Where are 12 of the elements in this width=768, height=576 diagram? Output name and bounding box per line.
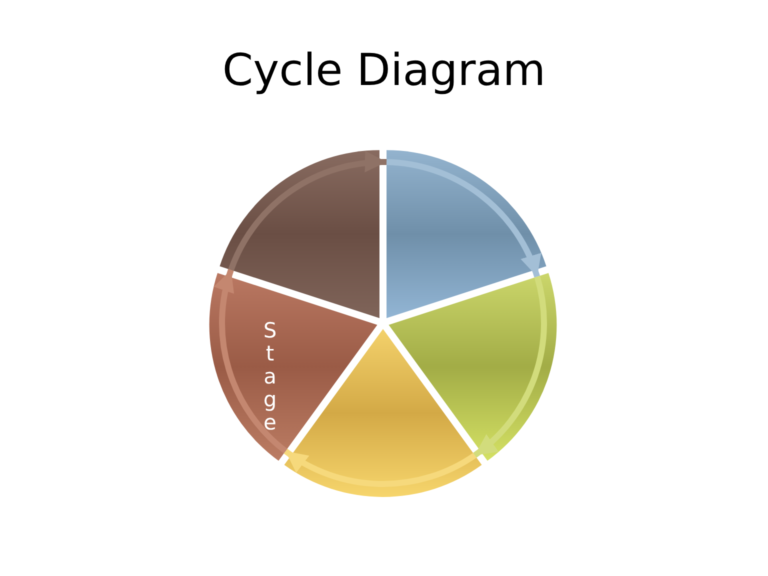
- cycle-arrow: [472, 276, 547, 458]
- cycle-segment: [388, 272, 557, 461]
- cycle-segment: [219, 150, 380, 319]
- cycle-arrow: [386, 159, 540, 278]
- cycle-segment: [284, 329, 482, 497]
- cycle-segment: [209, 272, 378, 461]
- cycle-arrow: [284, 448, 476, 487]
- cycle-arrow: [214, 269, 288, 454]
- diagram-title: Cycle Diagram: [222, 45, 546, 98]
- cycle-arrow: [228, 152, 387, 272]
- cycle-segment: [386, 150, 547, 319]
- segment-label: Stage: [262, 319, 278, 435]
